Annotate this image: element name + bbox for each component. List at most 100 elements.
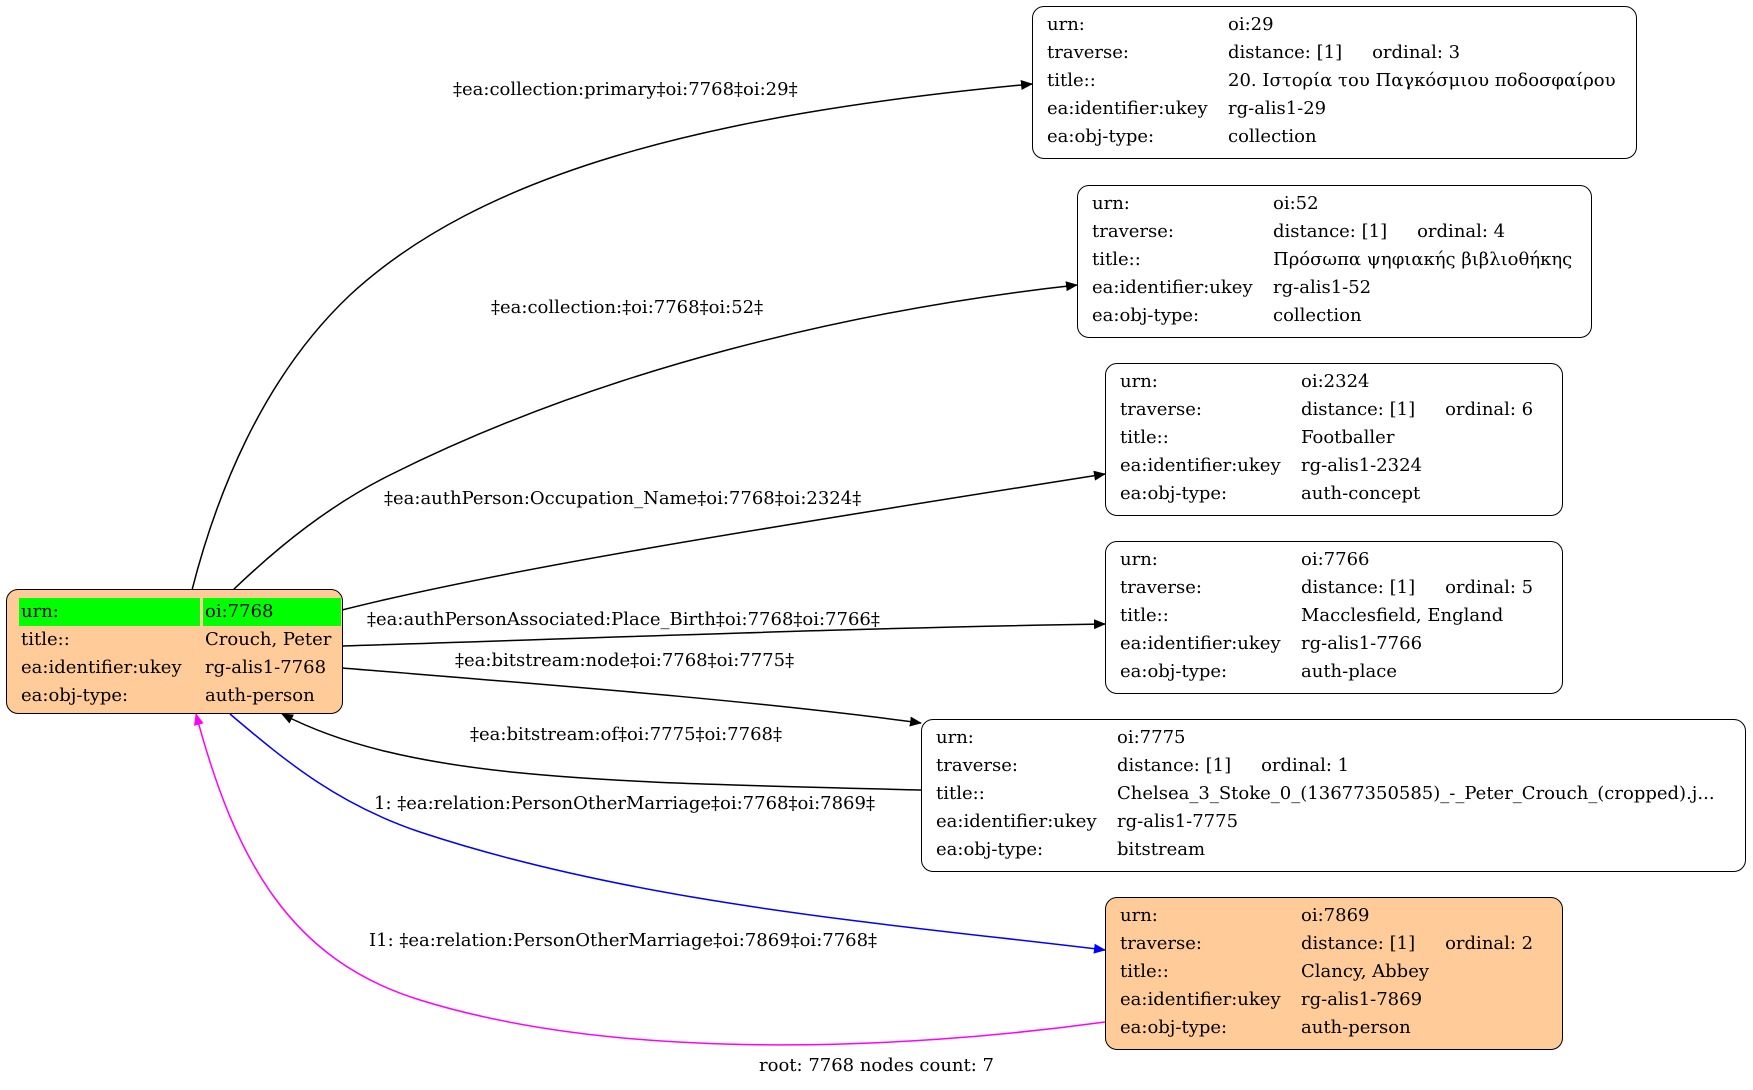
edge-label-marriage: 1: ‡ea:relation:PersonOtherMarriage‡oi:7… — [374, 793, 875, 814]
edge-marriage-inverse — [194, 713, 1106, 1046]
distance-value: distance: [1] — [1273, 221, 1388, 242]
ordinal-value: ordinal: 6 — [1445, 399, 1534, 420]
root-node[interactable]: urn: oi:7768 title:: Crouch, Peter ea:id… — [6, 589, 343, 714]
edge-marriage — [229, 713, 1106, 954]
edge-label-occupation: ‡ea:authPerson:Occupation_Name‡oi:7768‡o… — [384, 488, 861, 509]
root-title-value: Crouch, Peter — [205, 629, 332, 650]
obj-type-key: ea:obj-type: — [1120, 483, 1228, 504]
title-key: title:: — [1120, 605, 1169, 626]
obj-type-value: bitstream — [1117, 839, 1206, 860]
edge-label-collection-primary: ‡ea:collection:primary‡oi:7768‡oi:29‡ — [453, 79, 798, 100]
node-table: urn: oi:7766 traverse: distance: [1] ordina… — [1118, 546, 1537, 686]
node-oi-2324[interactable]: urn:oi:2324 traverse:distance: [1]ordina… — [1105, 363, 1563, 516]
edge-label-place-birth: ‡ea:authPersonAssociated:Place_Birth‡oi:… — [367, 609, 880, 630]
edge-place-birth — [341, 619, 1106, 647]
urn-value: oi:7766 — [1301, 549, 1370, 570]
edge-bitstream-of — [281, 713, 922, 791]
urn-key: urn: — [1120, 371, 1158, 392]
ukey-value: rg-alis1-7766 — [1301, 633, 1423, 654]
title-value: Chelsea_3_Stoke_0_(13677350585)_-_Peter_… — [1117, 783, 1715, 804]
obj-type-value: auth-concept — [1301, 483, 1421, 504]
title-value: Πρόσωπα ψηφιακής βιβλιοθήκης — [1273, 249, 1573, 270]
ukey-key: ea:identifier:ukey — [1120, 989, 1281, 1010]
node-oi-29[interactable]: urn:oi:29 traverse:distance: [1]ordinal:… — [1032, 6, 1637, 159]
node-table: urn: oi:7775 traverse: distance: [1] ordina… — [934, 724, 1719, 864]
urn-key: urn: — [1047, 14, 1085, 35]
ukey-key: ea:identifier:ukey — [1120, 633, 1281, 654]
root-objtype-row: ea:obj-type: auth-person — [19, 682, 341, 710]
root-title-key: title:: — [21, 629, 70, 650]
traverse-value: distance: [1] ordinal: 1 — [1115, 752, 1719, 780]
urn-key: urn: — [1120, 905, 1158, 926]
obj-type-value: collection — [1273, 305, 1362, 326]
urn-key: urn: — [1092, 193, 1130, 214]
ordinal-value: ordinal: 5 — [1445, 577, 1534, 598]
graph-footer: root: 7768 nodes count: 7 — [759, 1055, 994, 1076]
traverse-key: traverse: — [1120, 577, 1202, 598]
ukey-key: ea:identifier:ukey — [1120, 455, 1281, 476]
obj-type-key: ea:obj-type: — [936, 839, 1044, 860]
ukey-value: rg-alis1-29 — [1228, 98, 1327, 119]
node-table: urn:oi:7869 traverse:distance: [1]ordina… — [1118, 902, 1537, 1042]
obj-type-value: auth-person — [1301, 1017, 1411, 1038]
title-key: title:: — [936, 783, 985, 804]
ordinal-value: ordinal: 1 — [1261, 755, 1350, 776]
root-urn-key: urn: — [19, 598, 203, 626]
obj-type-key: ea:obj-type: — [1047, 126, 1155, 147]
urn-key: urn: — [1120, 549, 1158, 570]
ukey-value: rg-alis1-52 — [1273, 277, 1372, 298]
ukey-value: rg-alis1-7775 — [1117, 811, 1239, 832]
edge-bitstream-node — [341, 667, 922, 727]
traverse-value: distance: [1]ordinal: 3 — [1226, 39, 1620, 67]
traverse-key: traverse: — [936, 755, 1018, 776]
ukey-value: rg-alis1-7869 — [1301, 989, 1423, 1010]
root-objtype-value: auth-person — [205, 685, 315, 706]
traverse-value: distance: [1] ordinal: 4 — [1271, 218, 1576, 246]
obj-type-key: ea:obj-type: — [1120, 1017, 1228, 1038]
obj-type-key: ea:obj-type: — [1120, 661, 1228, 682]
ordinal-value: ordinal: 3 — [1372, 42, 1461, 63]
root-urn-row: urn: oi:7768 — [19, 598, 341, 626]
traverse-key: traverse: — [1120, 399, 1202, 420]
root-urn-value: oi:7768 — [203, 598, 341, 626]
edge-occupation — [341, 470, 1106, 611]
urn-key: urn: — [936, 727, 974, 748]
node-oi-7775[interactable]: urn: oi:7775 traverse: distance: [1] ordina… — [921, 719, 1746, 872]
node-table: urn:oi:29 traverse:distance: [1]ordinal:… — [1045, 11, 1620, 151]
root-node-table: urn: oi:7768 title:: Crouch, Peter ea:id… — [19, 598, 341, 710]
edge-collection — [232, 281, 1078, 591]
root-ukey-value: rg-alis1-7768 — [205, 657, 327, 678]
traverse-key: traverse: — [1092, 221, 1174, 242]
node-oi-7869[interactable]: urn:oi:7869 traverse:distance: [1]ordina… — [1105, 897, 1563, 1050]
node-oi-52[interactable]: urn: oi:52 traverse: distance: [1] ordinal:… — [1077, 185, 1592, 338]
title-value: Clancy, Abbey — [1301, 961, 1430, 982]
traverse-value: distance: [1]ordinal: 2 — [1299, 930, 1537, 958]
root-ukey-row: ea:identifier:ukey rg-alis1-7768 — [19, 654, 341, 682]
title-key: title:: — [1047, 70, 1096, 91]
node-table: urn:oi:2324 traverse:distance: [1]ordina… — [1118, 368, 1537, 508]
ordinal-value: ordinal: 4 — [1417, 221, 1506, 242]
title-key: title:: — [1120, 427, 1169, 448]
traverse-value: distance: [1] ordinal: 5 — [1299, 574, 1537, 602]
root-objtype-key: ea:obj-type: — [21, 685, 129, 706]
ukey-key: ea:identifier:ukey — [936, 811, 1097, 832]
distance-value: distance: [1] — [1301, 399, 1416, 420]
urn-value: oi:52 — [1273, 193, 1319, 214]
root-ukey-key: ea:identifier:ukey — [21, 657, 182, 678]
distance-value: distance: [1] — [1117, 755, 1232, 776]
traverse-key: traverse: — [1120, 933, 1202, 954]
urn-value: oi:29 — [1228, 14, 1274, 35]
edge-label-bitstream-node: ‡ea:bitstream:node‡oi:7768‡oi:7775‡ — [455, 650, 794, 671]
node-table: urn: oi:52 traverse: distance: [1] ordinal:… — [1090, 190, 1576, 330]
distance-value: distance: [1] — [1301, 577, 1416, 598]
obj-type-value: auth-place — [1301, 661, 1397, 682]
ukey-value: rg-alis1-2324 — [1301, 455, 1423, 476]
edge-collection-primary — [191, 80, 1033, 591]
urn-value: oi:7775 — [1117, 727, 1186, 748]
node-oi-7766[interactable]: urn: oi:7766 traverse: distance: [1] ordina… — [1105, 541, 1563, 694]
obj-type-value: collection — [1228, 126, 1317, 147]
ukey-key: ea:identifier:ukey — [1047, 98, 1208, 119]
obj-type-key: ea:obj-type: — [1092, 305, 1200, 326]
